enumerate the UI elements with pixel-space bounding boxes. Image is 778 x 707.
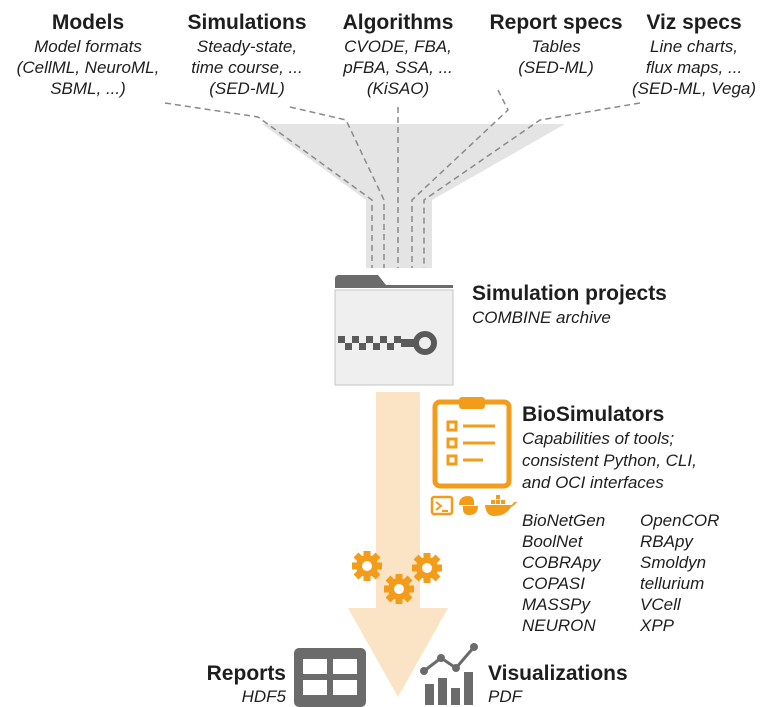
tool-name: RBApy [640,532,693,551]
combine-archive-icon [334,275,454,386]
tool-name: COBRApy [522,553,601,572]
input-models: Models Model formats (CellML, NeuroML, S… [3,10,173,99]
biosimulators-title: BioSimulators [522,403,665,426]
zipper-pull [413,331,437,355]
flow-arrow [348,392,448,697]
visualizations-subtitle: PDF [488,687,522,706]
visualizations-label: Visualizations PDF [488,662,628,707]
tools-list-right: OpenCOR RBApy Smoldyn tellurium VCell XP… [640,510,719,636]
terminal-icon [430,495,454,516]
reports-label: Reports HDF5 [196,662,286,707]
input-line: pFBA, SSA, ... [343,58,453,77]
python-icon [459,496,478,515]
biosimulators-line: and OCI interfaces [522,473,664,492]
input-report-specs: Report specs Tables (SED-ML) [471,10,641,78]
input-title: Report specs [489,11,623,34]
bar-chart-icon [420,643,478,705]
input-title: Algorithms [342,11,454,34]
tool-name: XPP [640,616,675,635]
tool-name: Smoldyn [640,553,707,572]
input-line: (SED-ML, Vega) [631,79,757,98]
tool-name: MASSPy [522,595,591,614]
tool-name: NEURON [522,616,596,635]
project-title: Simulation projects [472,282,667,305]
project-subtitle: COMBINE archive [472,308,611,327]
input-title: Viz specs [646,11,742,34]
biosimulators-line: Capabilities of tools; [522,429,675,448]
input-line: (KiSAO) [366,79,430,98]
table-icon [294,648,366,707]
input-line: flux maps, ... [645,58,743,77]
tools-list-left: BioNetGen BoolNet COBRApy COPASI MASSPy … [522,510,605,636]
clipboard-icon [432,397,512,489]
project-label: Simulation projects COMBINE archive [472,281,667,328]
input-line: (CellML, NeuroML, [16,58,160,77]
funnel [262,124,565,268]
input-viz-specs: Viz specs Line charts, flux maps, ... (S… [609,10,778,99]
input-line: (SED-ML) [518,58,594,77]
input-line: Steady-state, [196,37,298,56]
biosimulators-label: BioSimulators Capabilities of tools; con… [522,402,697,494]
tool-name: OpenCOR [640,511,720,530]
tool-name: COPASI [522,574,585,593]
tool-name: BoolNet [522,532,583,551]
tool-name: VCell [640,595,681,614]
input-algorithms: Algorithms CVODE, FBA, pFBA, SSA, ... (K… [313,10,483,99]
tool-name: tellurium [640,574,705,593]
gear-icon [352,551,382,581]
docker-icon [485,495,517,516]
tool-name: BioNetGen [522,511,606,530]
input-line: CVODE, FBA, [344,37,452,56]
input-line: Line charts, [650,37,738,56]
input-line: (SED-ML) [209,79,285,98]
reports-title: Reports [206,662,286,685]
gear-icon [412,553,442,583]
input-line: Tables [531,37,581,56]
visualizations-title: Visualizations [488,662,628,685]
gear-icon [384,574,414,604]
biosimulators-line: consistent Python, CLI, [522,451,697,470]
zipper [338,336,415,350]
funnel-connectors [164,89,641,268]
input-simulations: Simulations Steady-state, time course, .… [162,10,332,99]
input-title: Models [51,11,125,34]
reports-subtitle: HDF5 [241,687,286,706]
input-line: time course, ... [191,58,303,77]
input-line: SBML, ...) [50,79,126,98]
input-line: Model formats [34,37,142,56]
input-title: Simulations [187,11,307,34]
